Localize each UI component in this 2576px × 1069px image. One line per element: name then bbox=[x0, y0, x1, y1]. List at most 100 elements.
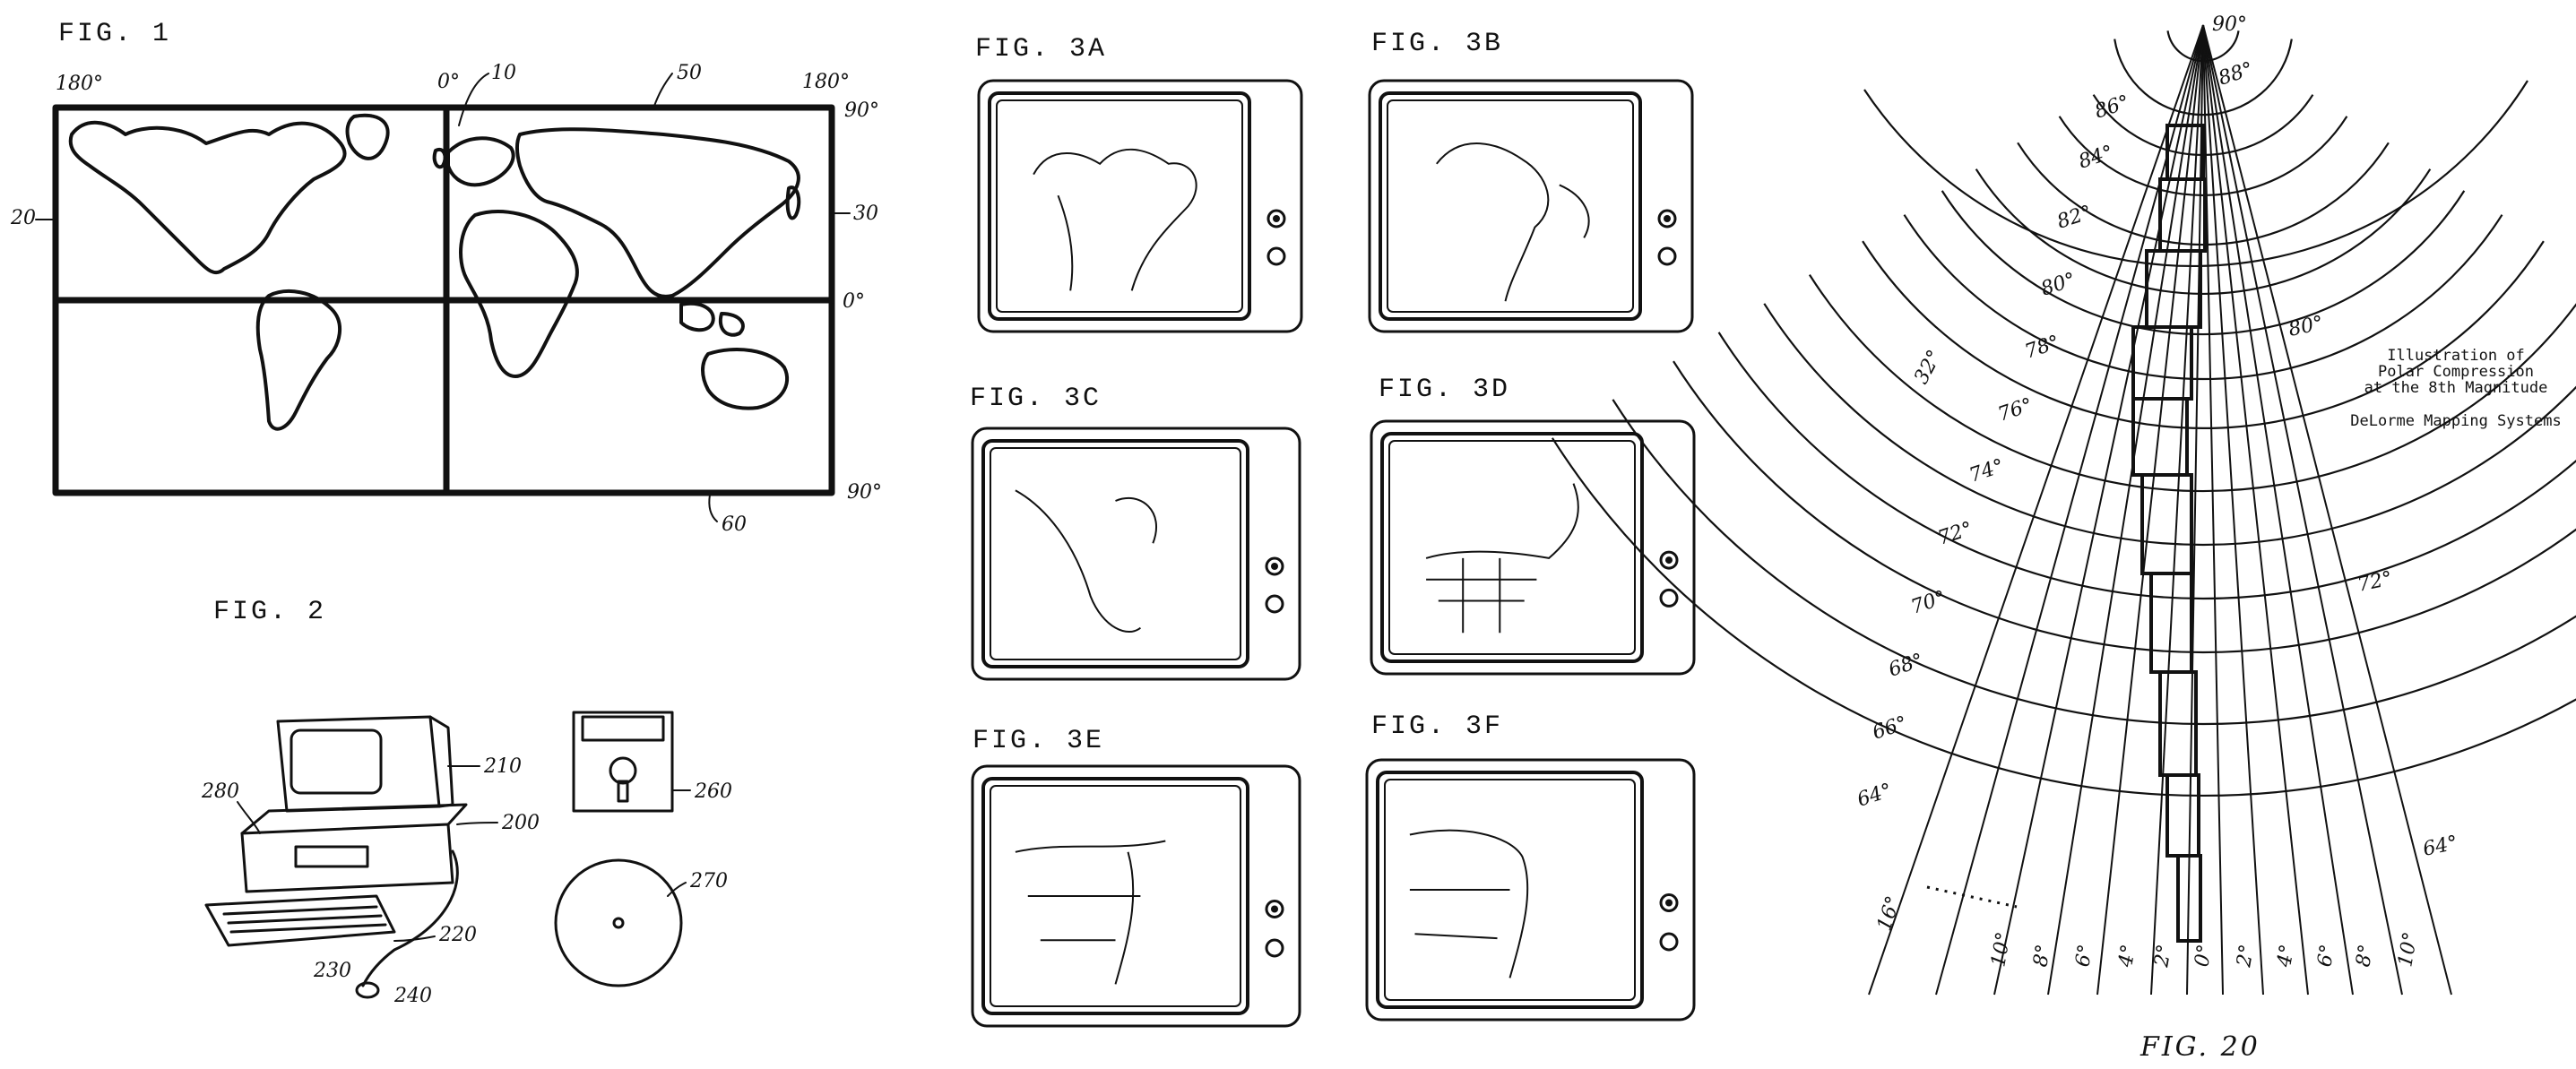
fig1-lon-left-label: 180° bbox=[56, 73, 103, 95]
fig20-longitude-ray bbox=[2202, 24, 2403, 996]
fig20-longitude-label: 2° bbox=[2233, 943, 2259, 970]
fig20-longitude-label: 6° bbox=[2071, 943, 2097, 969]
fig20-longitude-label: 10° bbox=[2394, 930, 2422, 969]
fig2-ref-270: 270 bbox=[689, 870, 728, 892]
fig2-computer-system-figure: FIG. 2 210 200 bbox=[201, 597, 732, 1007]
fig3-caption-e: FIG. 3E bbox=[972, 726, 1104, 756]
fig20-arcs-and-rays bbox=[1551, 24, 2576, 996]
fig20-latitude-label: 86° bbox=[2092, 91, 2132, 124]
fig1-lat-equator-label: 0° bbox=[843, 290, 865, 313]
fig1-ref-10: 10 bbox=[491, 62, 516, 84]
fig3-panel-d: FIG. 3D bbox=[1370, 375, 1696, 676]
fig20-note-line-2: Polar Compression bbox=[2378, 363, 2534, 381]
fig20-longitude-label: 10° bbox=[1987, 930, 2015, 969]
fig20-longitude-ray bbox=[2202, 24, 2309, 996]
fig20-latitude-label: 70° bbox=[1908, 587, 1949, 619]
fig2-ref-260: 260 bbox=[694, 780, 732, 803]
fig1-ref-30: 30 bbox=[853, 203, 878, 225]
fig20-longitude-label: 2° bbox=[2150, 943, 2176, 970]
fig3-caption-b: FIG. 3B bbox=[1371, 29, 1503, 59]
fig20-latitude-label-right: 64° bbox=[2421, 832, 2459, 861]
fig20-latitude-label: 66° bbox=[1870, 712, 1910, 745]
fig3-caption-f: FIG. 3F bbox=[1371, 711, 1503, 742]
fig3-panel-e: FIG. 3E bbox=[971, 726, 1301, 1028]
fig3-monitor-b bbox=[1368, 79, 1694, 333]
fig20-latitude-label: 82° bbox=[2054, 202, 2095, 234]
fig20-latitude-arc bbox=[1612, 399, 2576, 726]
fig20-longitude-label: 0° bbox=[2191, 943, 2217, 969]
fig20-compression-cell bbox=[2165, 773, 2200, 858]
fig1-coastlines bbox=[68, 113, 801, 431]
fig3-monitor-a bbox=[977, 79, 1303, 333]
fig1-leader-10 bbox=[458, 73, 489, 126]
fig2-leader-270 bbox=[667, 882, 687, 897]
fig1-lat-bottom-label: 90° bbox=[847, 481, 882, 504]
fig1-caption: FIG. 1 bbox=[58, 19, 171, 49]
fig20-longitude-label: 8° bbox=[2029, 943, 2055, 969]
fig1-lon-right-label: 180° bbox=[802, 71, 850, 93]
fig1-ref-50: 50 bbox=[677, 62, 702, 84]
fig20-dotted-guide bbox=[1926, 885, 2018, 909]
fig20-latitude-label-right: 80° bbox=[2286, 312, 2325, 341]
fig2-ref-230: 230 bbox=[313, 960, 351, 982]
fig20-longitude-label: 6° bbox=[2313, 943, 2339, 969]
fig20-longitude-label: 4° bbox=[2273, 943, 2299, 970]
fig20-compression-cell bbox=[2176, 854, 2202, 943]
fig20-latitude-label: 68° bbox=[1886, 650, 1926, 682]
fig20-side-label-upper: 32° bbox=[1910, 347, 1946, 388]
fig20-latitude-label: 72° bbox=[1935, 518, 1975, 550]
fig2-ref-280: 280 bbox=[201, 780, 239, 803]
fig20-longitude-label: 8° bbox=[2352, 943, 2378, 969]
fig2-leader-280 bbox=[237, 801, 261, 834]
fig2-leader-200 bbox=[456, 822, 498, 825]
fig2-ref-200: 200 bbox=[501, 812, 540, 834]
fig20-latitude-arc bbox=[1808, 274, 2576, 493]
fig2-leader-220 bbox=[393, 935, 436, 942]
fig20-latitude-arc bbox=[1903, 214, 2503, 381]
fig20-latitude-label-right: 72° bbox=[2356, 567, 2394, 597]
fig20-latitude-arc bbox=[1551, 437, 2576, 797]
fig20-latitude-arc bbox=[1763, 303, 2576, 547]
fig3-monitor-d bbox=[1370, 419, 1696, 676]
fig20-compression-cell bbox=[2131, 325, 2193, 401]
fig3-panel-f: FIG. 3F bbox=[1365, 711, 1696, 1022]
fig3-panel-b: FIG. 3B bbox=[1368, 29, 1694, 333]
fig20-latitude-label: 64° bbox=[1854, 780, 1895, 812]
fig2-ref-220: 220 bbox=[438, 924, 477, 946]
fig1-world-map-figure: FIG. 1 180° bbox=[10, 19, 882, 536]
fig20-latitude-arc bbox=[1862, 240, 2545, 430]
fig20-longitude-ray bbox=[2047, 24, 2204, 996]
fig20-latitude-arc bbox=[2114, 39, 2293, 116]
fig20-longitude-ray bbox=[1993, 24, 2204, 996]
fig20-note-line-4: DeLorme Mapping Systems bbox=[2350, 412, 2561, 430]
fig20-latitude-arc bbox=[1717, 332, 2576, 600]
fig20-polar-compression-diagram: 90° FIG. 20 Illustration of Polar Compre… bbox=[1551, 13, 2576, 1063]
fig20-latitude-label: 88° bbox=[2216, 58, 2256, 91]
fig20-longitude-ray bbox=[2186, 24, 2204, 996]
fig2-caption: FIG. 2 bbox=[213, 597, 326, 627]
fig2-ref-240: 240 bbox=[393, 985, 432, 1007]
fig3-screen-panels: FIG. 3A FIG. 3B FIG. 3C FIG. 3D FIG. 3E … bbox=[970, 29, 1696, 1028]
fig20-longitude-label: 4° bbox=[2114, 943, 2140, 970]
fig20-longitude-ray bbox=[1868, 24, 2204, 996]
fig1-leader-50 bbox=[653, 73, 673, 107]
fig1-ref-20: 20 bbox=[10, 207, 36, 229]
fig20-note-line-1: Illustration of bbox=[2387, 347, 2525, 365]
fig3-panel-c: FIG. 3C bbox=[970, 384, 1301, 681]
fig20-longitude-labels: 10° 8° 6° 4° 2° 0° 2° 4° 6° 8° 10° bbox=[1987, 930, 2422, 970]
fig20-latitude-label: 80° bbox=[2038, 269, 2079, 301]
fig1-lon-center-label: 0° bbox=[437, 71, 460, 93]
fig20-caption: FIG. 20 bbox=[2139, 1031, 2260, 1063]
fig1-lat-top-label: 90° bbox=[844, 99, 879, 122]
fig3-caption-d: FIG. 3D bbox=[1379, 375, 1510, 405]
fig3-caption-c: FIG. 3C bbox=[970, 384, 1102, 414]
fig20-longitude-ray bbox=[2202, 24, 2354, 996]
fig20-latitude-label: 78° bbox=[2022, 332, 2062, 364]
fig20-longitude-ray bbox=[2202, 24, 2452, 996]
fig3-panel-a: FIG. 3A bbox=[975, 34, 1303, 333]
fig1-ref-60: 60 bbox=[722, 513, 747, 536]
fig20-latitude-label: 74° bbox=[1967, 455, 2007, 487]
fig20-side-label-lower: 16° bbox=[1873, 893, 1906, 934]
fig3-monitor-c bbox=[971, 427, 1301, 681]
